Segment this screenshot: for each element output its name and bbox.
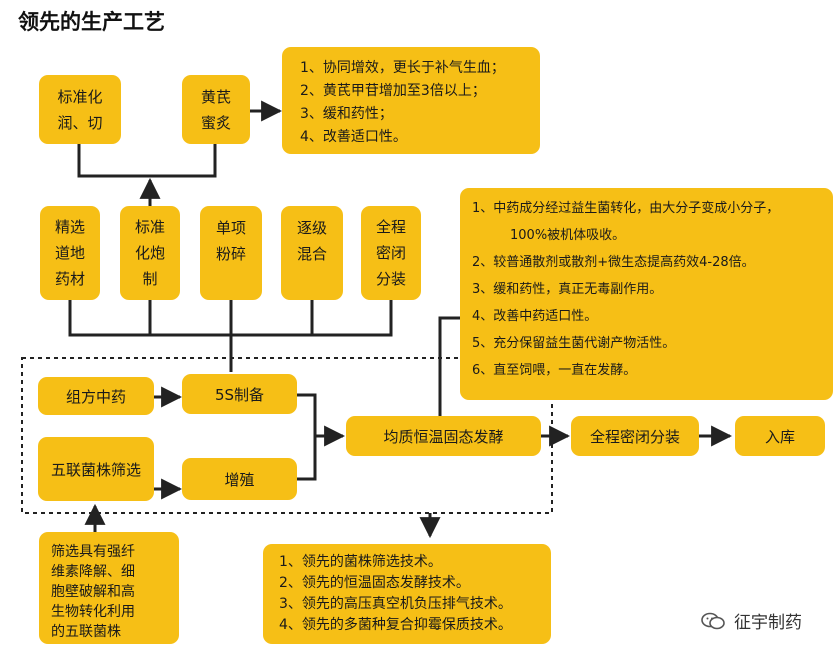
standardize-cut-box: 标准化 润、切 [39,75,121,144]
step-gradual-mix: 逐级 混合 [281,206,343,300]
page-title: 领先的生产工艺 [18,10,165,34]
tech-list-box: 1、领先的菌株筛选技术。 2、领先的恒温固态发酵技术。 3、领先的高压真空机负压… [263,544,551,644]
storage-box: 入库 [735,416,825,456]
honey-roast-box: 黄芪 蜜炙 [182,75,250,144]
watermark-text: 征宇制药 [734,613,802,633]
wechat-icon [701,612,725,629]
ferment-box: 均质恒温固态发酵 [346,416,541,456]
proliferate-box: 增殖 [182,458,297,500]
sealed-pack-box: 全程密闭分装 [571,416,699,456]
watermark: 征宇制药 [700,608,802,633]
strain-select-box: 五联菌株筛选 [38,437,154,501]
step-single-grind: 单项 粉碎 [200,206,262,300]
step-sealed-pack: 全程 密闭 分装 [361,206,421,300]
strain-desc-box: 筛选具有强纤 维素降解、细 胞壁破解和高 生物转化利用 的五联菌株 [39,532,179,644]
prep-5s-box: 5S制备 [182,374,297,414]
step-standard-process: 标准 化炮 制 [120,206,180,300]
step-select-herbs: 精选 道地 药材 [40,206,100,300]
ferment-benefits-box: 1、中药成分经过益生菌转化，由大分子变成小分子， 100%被机体吸收。 2、较普… [460,188,833,400]
formula-herbs-box: 组方中药 [38,377,154,415]
herb-benefits-box: 1、协同增效，更长于补气生血； 2、黄芪甲苷增加至3倍以上； 3、缓和药性； 4… [282,47,540,154]
